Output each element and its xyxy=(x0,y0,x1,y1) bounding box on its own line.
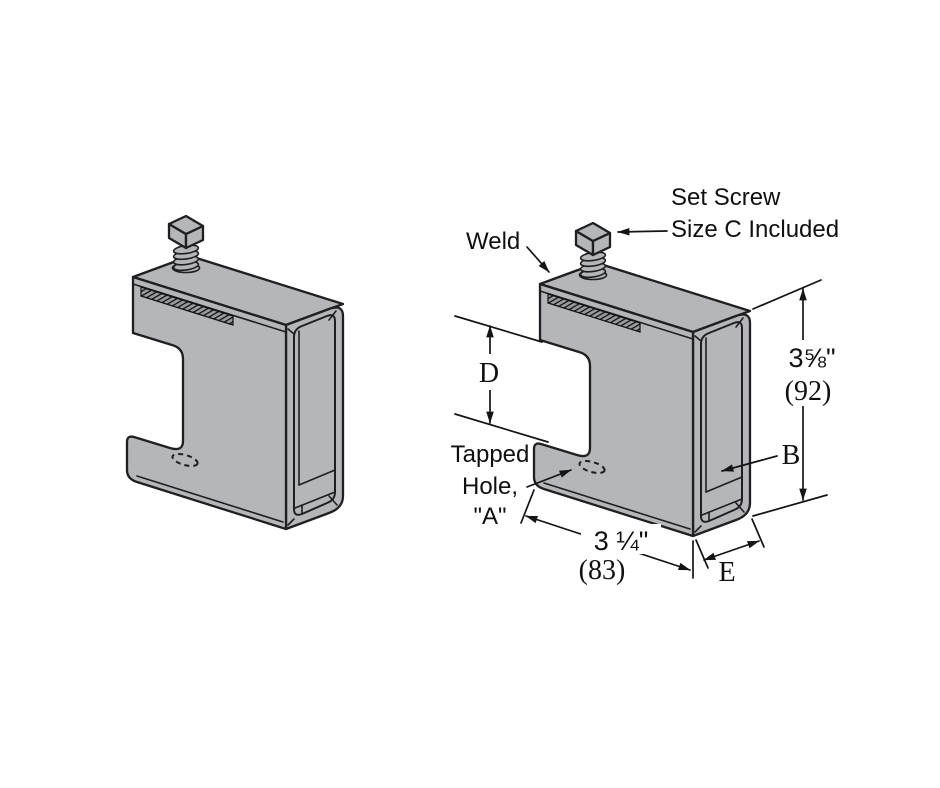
width-inches-label: 3 ¼" xyxy=(594,526,649,556)
dimension-text-mask xyxy=(475,354,503,390)
weld-leader-arrow xyxy=(526,246,550,273)
jaw-opening-label: D xyxy=(479,358,499,389)
annotations: Weld Set Screw Size C Included D Tapped … xyxy=(451,184,846,588)
height-mm-label: (92) xyxy=(785,376,832,407)
extension-line xyxy=(454,315,543,343)
tapped-hole-label-line3: "A" xyxy=(473,503,506,530)
height-inches-label: 3⅝" xyxy=(788,343,835,373)
beam-clamp-figure-left xyxy=(125,214,345,531)
tapped-hole-label-line1: Tapped xyxy=(451,441,530,468)
extension-line xyxy=(751,518,765,548)
extension-line xyxy=(695,539,709,569)
set-screw-leader-arrow xyxy=(617,227,668,236)
weld-label: Weld xyxy=(466,228,520,255)
beam-clamp-figure-right xyxy=(532,221,752,538)
tapped-hole-label-line2: Hole, xyxy=(462,473,518,500)
extension-line xyxy=(752,494,828,517)
dimension-text-mask xyxy=(581,524,661,554)
depth-label: E xyxy=(718,557,735,588)
extension-line xyxy=(454,413,549,443)
dimension-height: 3⅝" (92) xyxy=(752,279,846,517)
dimension-line xyxy=(703,540,760,561)
wall-thickness-label: B xyxy=(782,440,801,471)
tapped-hole-leader-arrow xyxy=(526,469,572,488)
set-screw-label-line2: Size C Included xyxy=(671,216,839,243)
dimension-width: 3 ¼" (83) xyxy=(520,489,694,586)
width-mm-label: (83) xyxy=(579,555,626,586)
dimension-depth: E xyxy=(695,518,765,588)
extension-line xyxy=(752,279,822,310)
wall-thickness-leader-arrow xyxy=(721,455,778,472)
dimension-text-mask xyxy=(778,340,846,406)
extension-line xyxy=(520,489,535,524)
dimension-jaw-opening: D xyxy=(454,315,549,443)
set-screw-label-line1: Set Screw xyxy=(671,184,781,211)
